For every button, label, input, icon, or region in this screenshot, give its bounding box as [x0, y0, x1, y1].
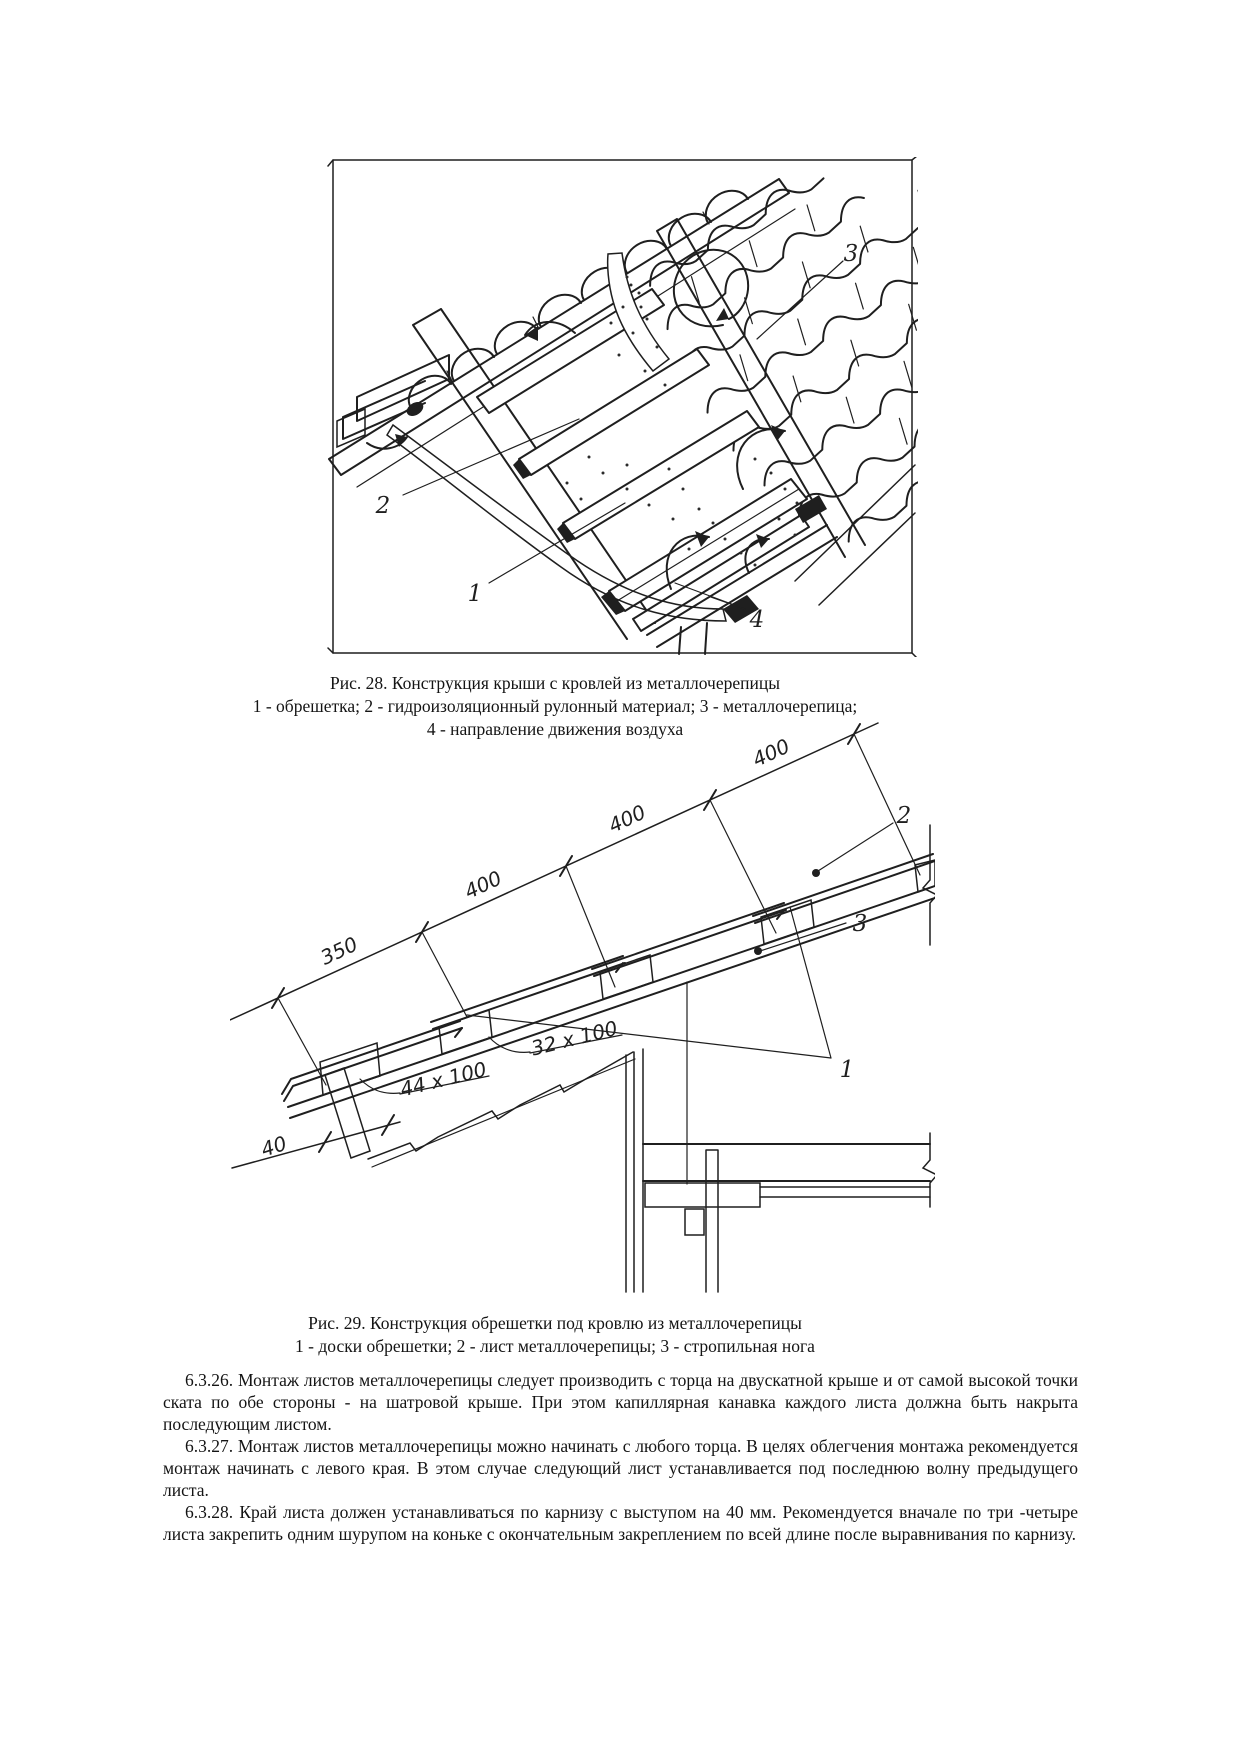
dim-400-b: 400	[605, 800, 650, 838]
figure-28-callouts: 1 2 3 4	[375, 241, 859, 633]
body-text: 6.3.26. Монтаж листов металлочерепицы сл…	[163, 1369, 1078, 1545]
fig28-callout-4: 4	[749, 607, 765, 633]
dim-400-c: 400	[749, 734, 794, 772]
paragraph-6-3-28: 6.3.28. Край листа должен устанавливатьс…	[163, 1502, 1078, 1544]
figure-28-caption-title: Рис. 28. Конструкция крыши с кровлей из …	[330, 673, 780, 693]
fig28-callout-3: 3	[844, 241, 859, 267]
break-marks	[921, 824, 935, 1208]
figure-29-caption-legend: 1 - доски обрешетки; 2 - лист металлочер…	[295, 1336, 815, 1356]
wall-and-beam	[625, 981, 931, 1293]
fig29-callout-3: 3	[853, 911, 868, 937]
rafter-lines	[287, 885, 935, 1168]
figure-29-caption-title: Рис. 29. Конструкция обрешетки под кровл…	[308, 1313, 802, 1333]
dim-40: 40	[258, 1131, 290, 1162]
battens	[476, 288, 810, 632]
label-44x100: 44 x 100	[398, 1057, 489, 1102]
overhang-dimension: 40	[231, 1114, 401, 1169]
fig28-callout-2: 2	[375, 493, 391, 519]
figure-29-drawing: 350 400 400 400 40	[230, 722, 935, 1293]
lathing-battens	[319, 859, 935, 1159]
fig29-callout-1: 1	[840, 1057, 855, 1083]
stipple-dots	[565, 275, 799, 567]
figure-29-caption: Рис. 29. Конструкция обрешетки под кровл…	[0, 1312, 1110, 1358]
figure-28-caption: Рис. 28. Конструкция крыши с кровлей из …	[0, 672, 1110, 741]
label-32x100: 32 x 100	[529, 1016, 620, 1061]
tile-rib-ticks	[690, 189, 918, 466]
paragraph-6-3-26: 6.3.26. Монтаж листов металлочерепицы сл…	[163, 1370, 1078, 1434]
figure-28-drawing: 1 2 3 4	[327, 157, 918, 657]
figure-28-caption-legend-1: 1 - обрешетка; 2 - гидроизоляционный рул…	[252, 696, 858, 716]
membrane-ribbon	[386, 252, 759, 623]
eave-assembly	[646, 464, 916, 655]
dim-400-a: 400	[461, 866, 506, 904]
dim-350: 350	[317, 932, 362, 970]
paragraph-6-3-27: 6.3.27. Монтаж листов металлочерепицы мо…	[163, 1436, 1078, 1500]
figure-28-border	[327, 157, 918, 657]
left-bracket	[336, 354, 450, 449]
figure-29-callouts: 1 2 3	[466, 803, 912, 1083]
fig28-callout-1: 1	[468, 581, 483, 607]
metal-sheet	[281, 853, 935, 1102]
fig29-callout-2: 2	[896, 803, 912, 829]
figure-28-caption-legend-2: 4 - направление движения воздуха	[426, 719, 684, 739]
air-flow-arrows	[366, 248, 786, 590]
